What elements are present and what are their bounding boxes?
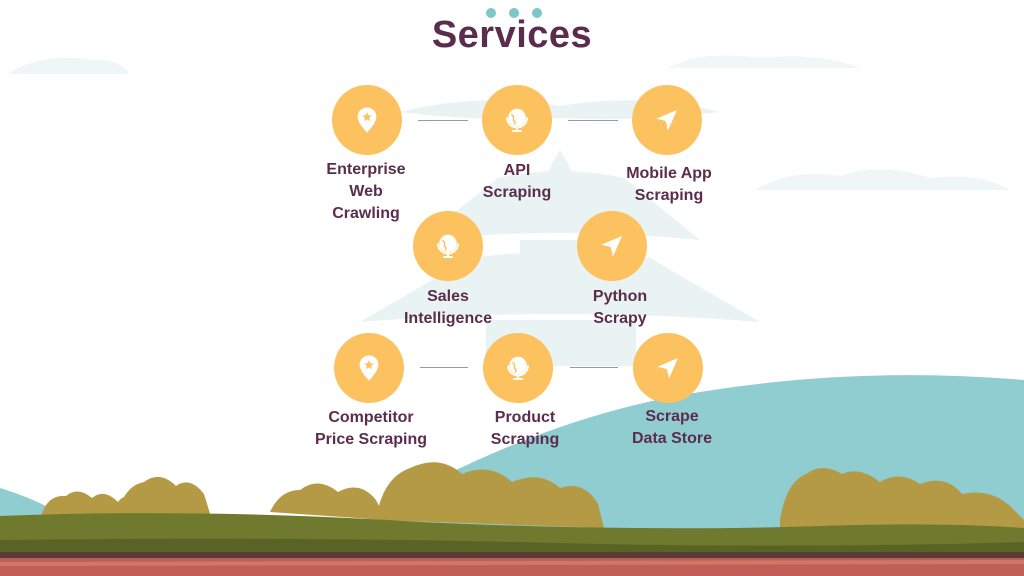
ground-highlight (0, 560, 1024, 566)
cloud-left (8, 57, 130, 74)
service-label-sales-intelligence: Sales Intelligence (403, 288, 493, 327)
service-node-competitor-price-scraping (334, 333, 404, 403)
service-node-product-scraping (483, 333, 553, 403)
service-label-api-scraping: API Scraping (482, 162, 552, 201)
service-label-scrape-data-store: Scrape Data Store (631, 408, 713, 447)
service-node-api-scraping (482, 85, 552, 155)
bushes (40, 462, 1024, 540)
ground-strip-top (0, 552, 1024, 560)
service-node-mobile-app-scraping (632, 85, 702, 155)
service-node-scrape-data-store (633, 333, 703, 403)
service-node-python-scrapy (577, 211, 647, 281)
map-pin-star-icon (357, 107, 377, 133)
connector-line (568, 120, 618, 121)
service-node-enterprise-web-crawling (332, 85, 402, 155)
navigation-arrow-icon (601, 236, 622, 257)
globe-icon (507, 356, 529, 380)
map-pin-star-icon (359, 355, 379, 381)
service-label-product-scraping: Product Scraping (490, 409, 560, 448)
globe-icon (437, 234, 459, 258)
connector-line (418, 120, 468, 121)
cloud-right-top (668, 55, 860, 68)
slide-title: Services (431, 14, 593, 56)
navigation-arrow-icon (656, 110, 677, 131)
navigation-arrow-icon (657, 358, 678, 379)
connector-line (570, 367, 618, 368)
service-label-mobile-app-scraping: Mobile App Scraping (626, 165, 712, 204)
service-label-python-scrapy: Python Scrapy (592, 288, 648, 327)
globe-icon (506, 108, 528, 132)
service-node-sales-intelligence (413, 211, 483, 281)
title-decoration-dots (486, 8, 542, 18)
connector-line (420, 367, 468, 368)
service-label-competitor-price-scraping: Competitor Price Scraping (314, 409, 428, 448)
cloud-right-mid (756, 169, 1010, 190)
service-label-enterprise-web-crawling: Enterprise Web Crawling (326, 161, 406, 222)
